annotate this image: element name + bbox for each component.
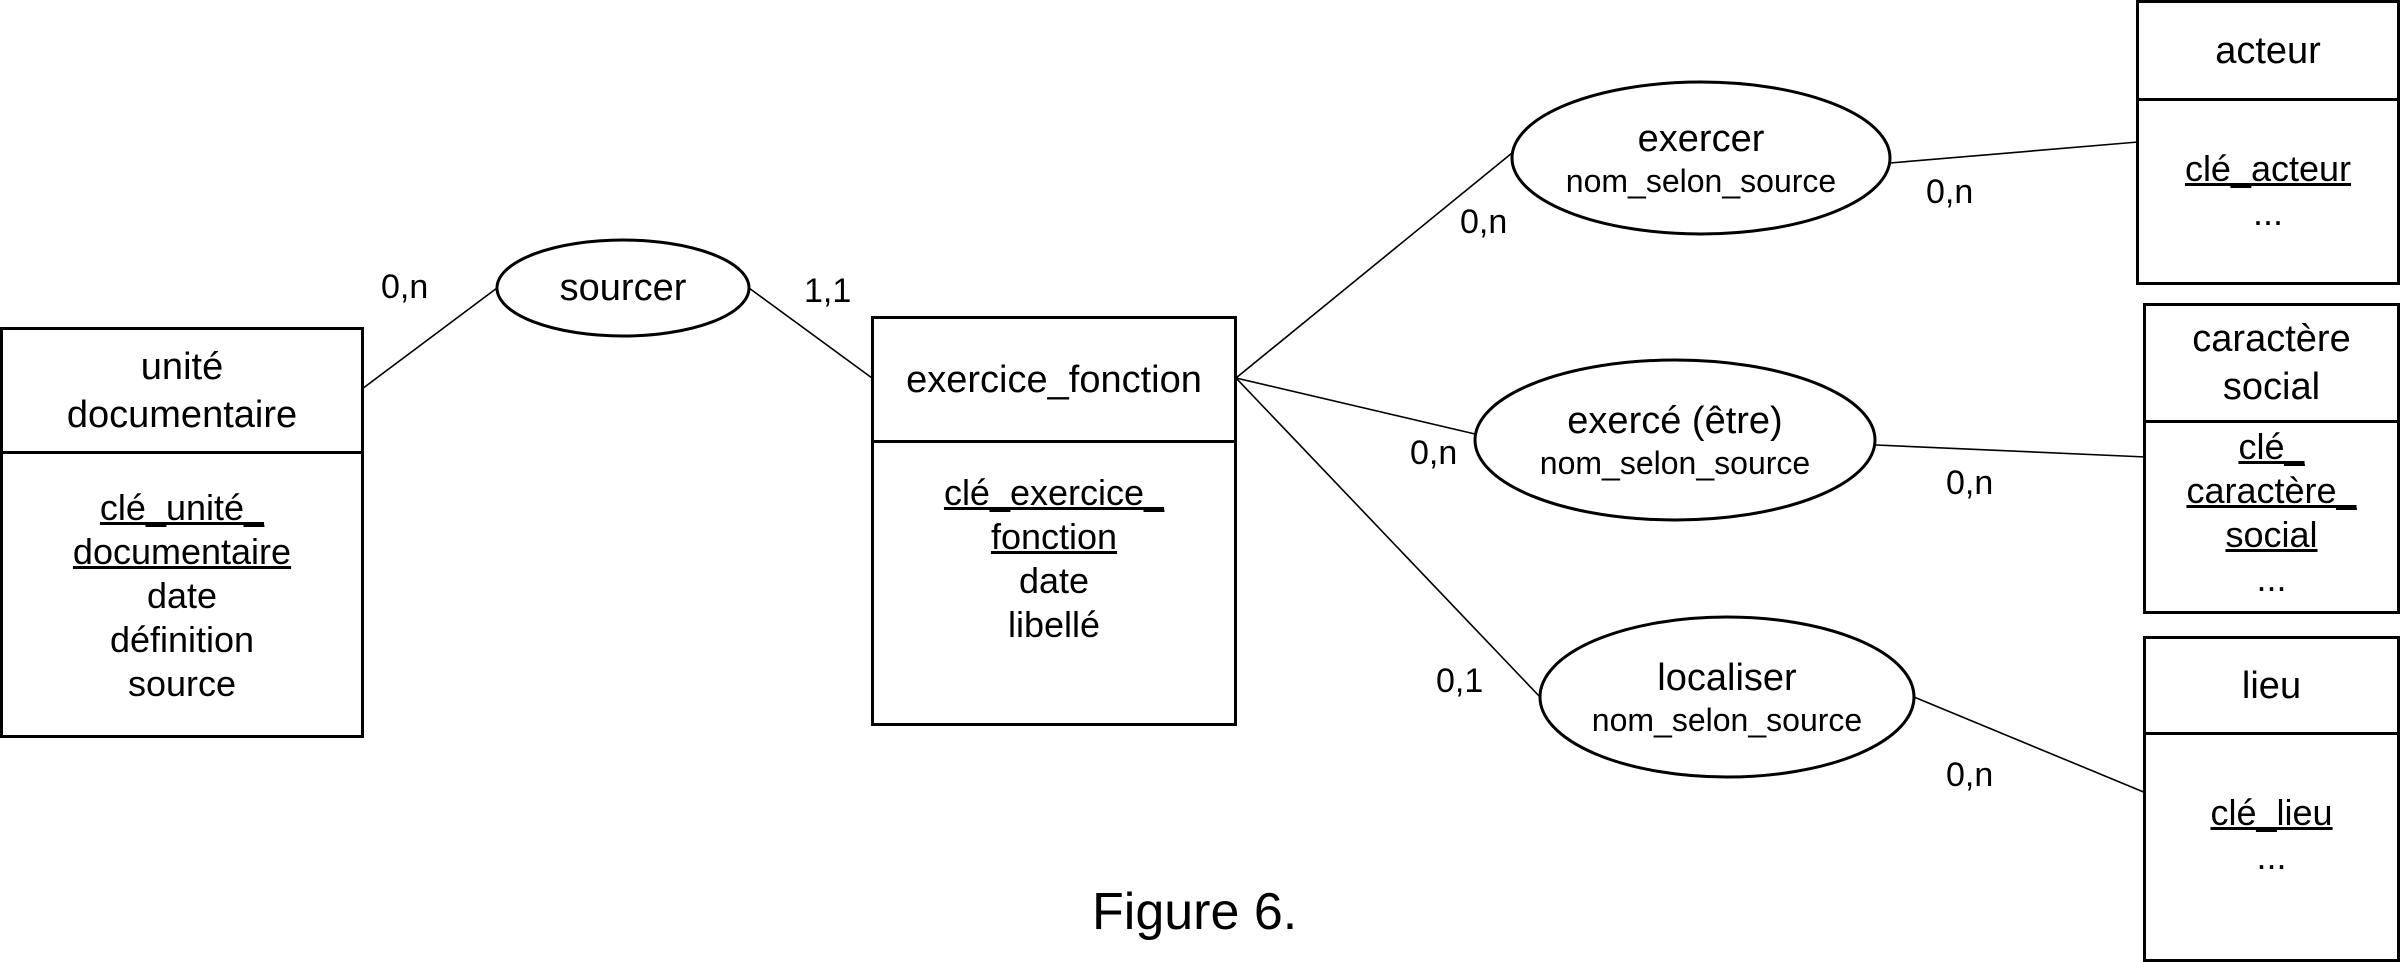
attribute-key: fonction (990, 516, 1118, 557)
attribute: date (146, 575, 218, 616)
attribute: ... (2256, 558, 2287, 599)
attribute-key: clé_lieu (2210, 792, 2333, 833)
entity-unite-documentaire: unité documentaire clé_unité_ documentai… (0, 327, 364, 738)
attribute: ... (2256, 836, 2287, 877)
entity-title-line: caractère (2192, 318, 2351, 360)
link-exercice-exerce (1235, 377, 1476, 435)
exercer-ellipse (1510, 80, 1892, 236)
attribute-key: social (2225, 514, 2318, 555)
cardinality-unite-sourcer: 0,n (381, 268, 429, 306)
attribute-key: clé_unité_ (99, 487, 265, 528)
entity-attributes: clé_acteur ... (2139, 101, 2397, 282)
association-attribute: nom_selon_source (1591, 702, 1863, 738)
entity-attributes: clé_exercice_ fonction date libellé (874, 443, 1234, 723)
association-name: sourcer (559, 267, 687, 309)
attribute-key: clé_exercice_ (943, 472, 1165, 513)
figure-caption: Figure 6. (1092, 883, 1298, 941)
link-unite-sourcer (361, 287, 498, 390)
link-sourcer-exercice (748, 287, 873, 379)
entity-attributes: clé_unité_ documentaire date définition … (3, 454, 361, 735)
entity-attributes: clé_ caractère_ social ... (2146, 423, 2397, 611)
cardinality-localiser-lieu: 0,n (1946, 756, 1994, 794)
cardinality-sourcer-exercice: 1,1 (804, 272, 852, 310)
cardinality-exerce-caractere: 0,n (1946, 464, 1994, 502)
attribute: libellé (1007, 604, 1101, 645)
association-localiser: localiser nom_selon_source (1540, 617, 1914, 777)
entity-title: lieu (2146, 639, 2397, 735)
attribute: définition (109, 619, 255, 660)
entity-title: unité documentaire (3, 330, 361, 454)
exerce-etre-ellipse (1473, 358, 1877, 522)
entity-title-line: lieu (2241, 664, 2302, 707)
attribute-key: clé_acteur (2184, 148, 2352, 189)
entity-lieu: lieu clé_lieu ... (2143, 636, 2400, 962)
association-attribute: nom_selon_source (1539, 445, 1811, 481)
association-attribute: nom_selon_source (1565, 163, 1837, 199)
attribute: ... (2252, 192, 2283, 233)
entity-title: caractère social (2146, 306, 2397, 423)
cardinality-exercice-exercer: 0,n (1460, 203, 1508, 241)
entity-title-line: exercice_fonction (906, 358, 1202, 401)
cardinality-exercer-acteur: 0,n (1926, 173, 1974, 211)
entity-title-line: documentaire (66, 393, 298, 436)
cardinality-exercice-exerce: 0,n (1410, 434, 1458, 472)
entity-title: acteur (2139, 3, 2397, 101)
sourcer-ellipse (495, 238, 751, 338)
association-name: exercé (être) (1567, 400, 1783, 442)
link-exercice-exercer (1235, 152, 1513, 379)
entity-caractere-social: caractère social clé_ caractère_ social … (2143, 303, 2400, 614)
association-name: localiser (1657, 657, 1797, 699)
association-name: exercer (1637, 118, 1765, 160)
link-exercice-localiser (1235, 377, 1541, 698)
entity-title-line: social (2222, 366, 2321, 408)
association-sourcer: sourcer (497, 240, 749, 336)
association-exerce-etre: exercé (être) nom_selon_source (1475, 360, 1875, 520)
link-exercer-acteur (1889, 141, 2139, 164)
attribute-key: clé_ (2238, 426, 2305, 467)
entity-title: exercice_fonction (874, 319, 1234, 443)
entity-title-line: acteur (2215, 29, 2321, 72)
attribute: source (127, 663, 237, 704)
entity-title-line: unité (140, 345, 224, 388)
attribute-key: documentaire (72, 531, 292, 572)
entity-attributes: clé_lieu ... (2146, 735, 2397, 959)
entity-exercice-fonction: exercice_fonction clé_exercice_ fonction… (871, 316, 1237, 726)
entity-acteur: acteur clé_acteur ... (2136, 0, 2400, 285)
attribute-key: caractère_ (2186, 470, 2357, 511)
localiser-ellipse (1538, 615, 1916, 779)
link-exerce-caractere (1875, 444, 2147, 458)
link-localiser-lieu (1913, 696, 2147, 794)
attribute: date (1018, 560, 1090, 601)
association-exercer: exercer nom_selon_source (1512, 82, 1890, 234)
cardinality-exercice-localiser: 0,1 (1436, 662, 1484, 700)
